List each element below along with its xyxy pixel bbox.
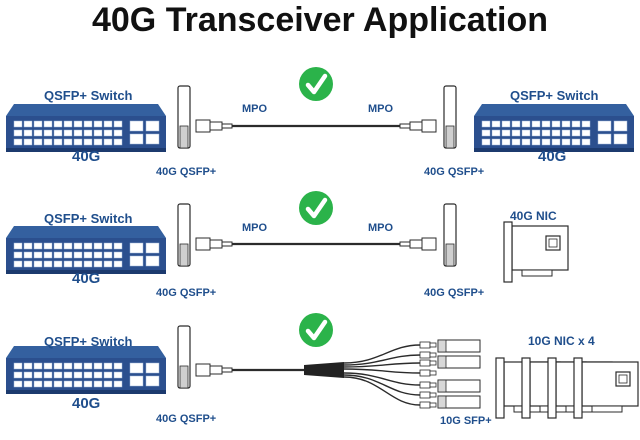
right-mpo-connector — [399, 237, 437, 251]
breakout-cable-jacket — [304, 362, 344, 378]
left-qsfp-switch — [5, 103, 167, 153]
right-qsfp-module — [443, 85, 457, 149]
sfp-module — [437, 395, 481, 409]
sfp-label: 10G SFP+ — [440, 415, 492, 427]
lc-connector — [419, 381, 437, 389]
diagram-title: 40G Transceiver Application — [91, 1, 549, 39]
right-qsfp-module — [443, 203, 457, 267]
lc-connector — [419, 341, 437, 349]
left-module-label: 40G QSFP+ — [156, 287, 217, 299]
left-port-label: 40G — [72, 270, 101, 287]
left-qsfp-module — [177, 85, 191, 149]
left-switch-label: QSFP+ Switch — [44, 88, 133, 103]
left-switch-label: QSFP+ Switch — [44, 211, 133, 226]
check-icon — [299, 313, 333, 347]
sfp-module — [437, 339, 481, 353]
lc-connector — [419, 391, 437, 399]
left-qsfp-switch — [5, 345, 167, 395]
lc-connector — [419, 369, 437, 377]
right-port-label: 40G — [538, 148, 567, 165]
right-module-label: 40G QSFP+ — [424, 166, 485, 178]
check-icon — [299, 67, 333, 101]
left-qsfp-switch — [5, 225, 167, 275]
breakout-fibers — [343, 344, 421, 406]
right-module-label: 40G QSFP+ — [424, 287, 485, 299]
mpo-right-label: MPO — [368, 222, 394, 234]
left-qsfp-module — [177, 325, 191, 389]
lc-connector — [419, 401, 437, 409]
sfp-module — [437, 379, 481, 393]
right-mpo-connector — [399, 119, 437, 133]
left-module-label: 40G QSFP+ — [156, 166, 217, 178]
mpo-right-label: MPO — [368, 103, 394, 115]
left-qsfp-module — [177, 203, 191, 267]
nic-card — [503, 221, 569, 283]
left-mpo-connector — [195, 237, 233, 251]
left-port-label: 40G — [72, 148, 101, 165]
left-switch-label: QSFP+ Switch — [44, 334, 133, 349]
right-qsfp-switch — [473, 103, 635, 153]
nic-label: 40G NIC — [510, 209, 557, 223]
mpo-left-label: MPO — [242, 103, 268, 115]
left-module-label: 40G QSFP+ — [156, 413, 217, 425]
mpo-left-label: MPO — [242, 222, 268, 234]
left-port-label: 40G — [72, 395, 101, 412]
right-switch-label: QSFP+ Switch — [510, 88, 599, 103]
lc-connector — [419, 351, 437, 359]
left-mpo-connector — [195, 119, 233, 133]
sfp-module — [437, 355, 481, 369]
left-mpo-connector — [195, 363, 233, 377]
check-icon — [299, 191, 333, 225]
lc-connector — [419, 359, 437, 367]
nic-label: 10G NIC x 4 — [528, 334, 595, 348]
